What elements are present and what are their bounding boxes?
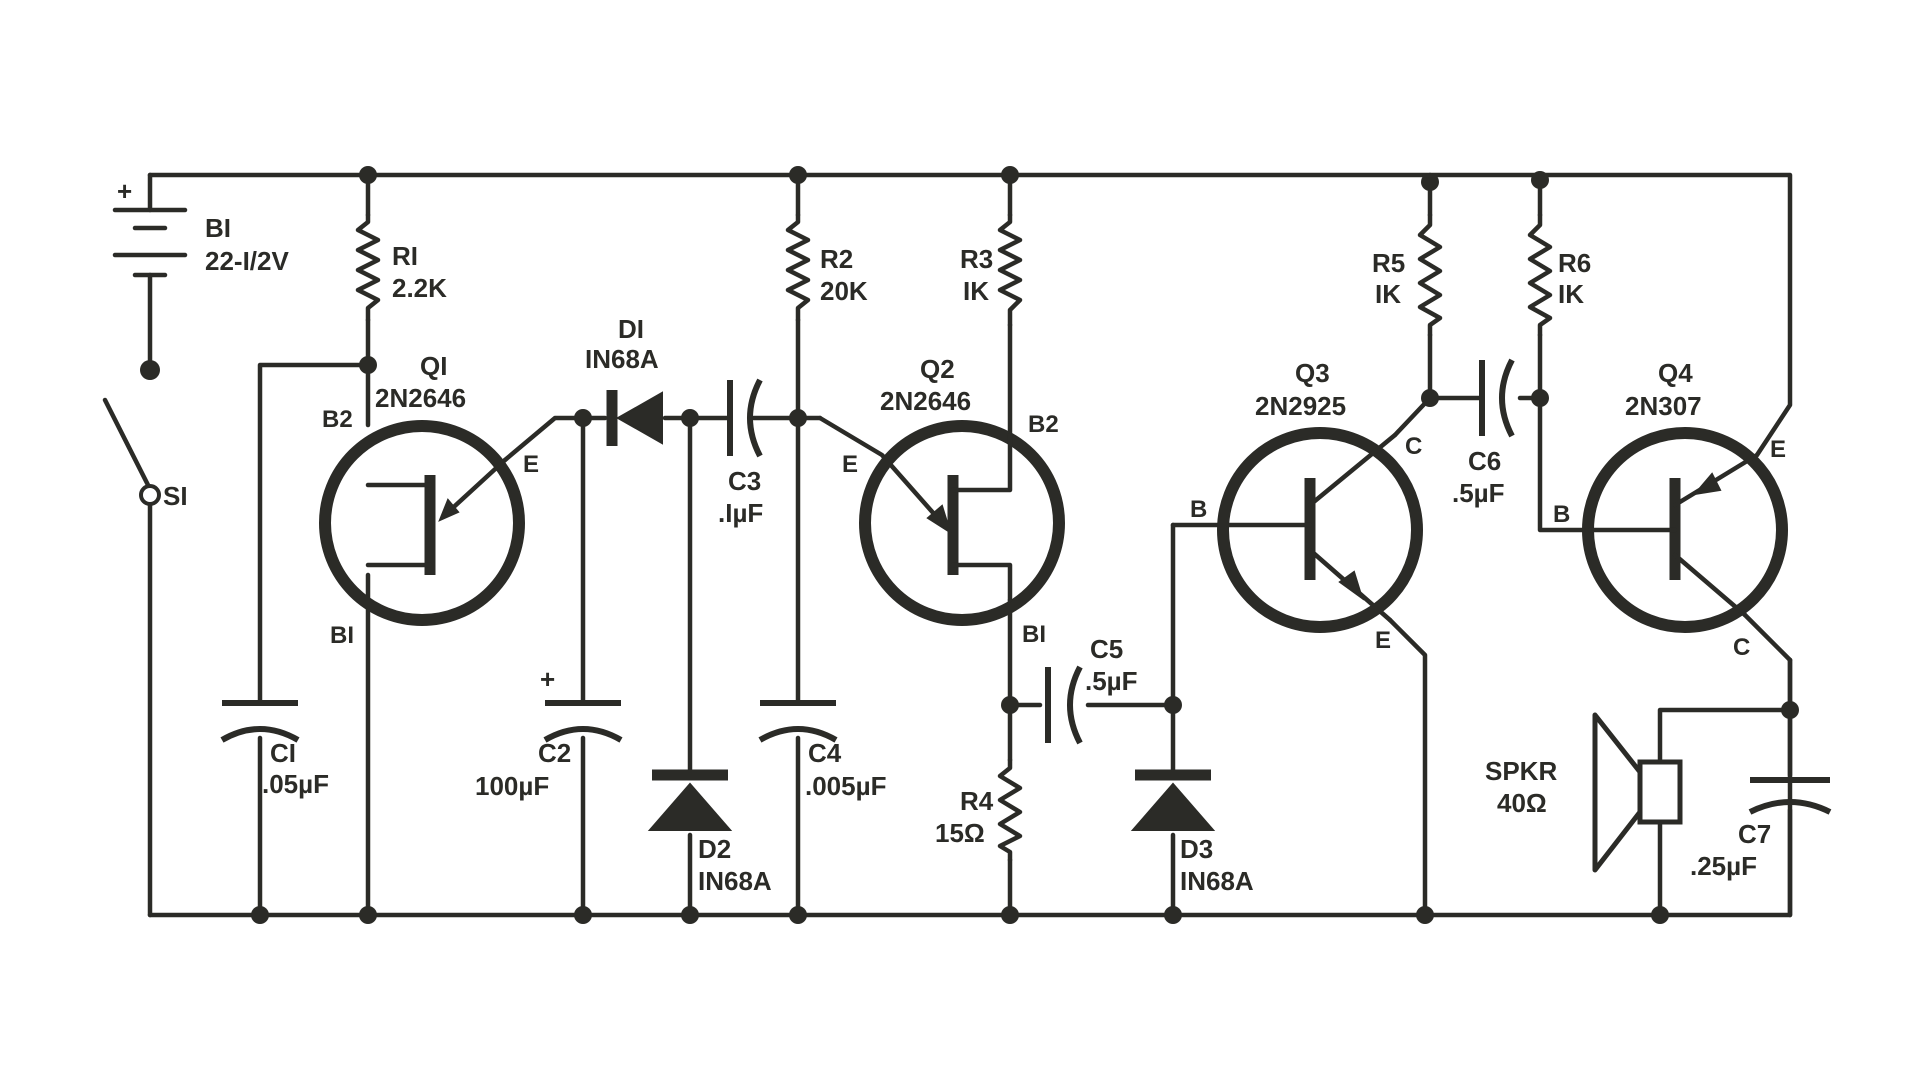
r6-ref: R6 <box>1558 248 1591 278</box>
c4-ref: C4 <box>808 738 842 768</box>
c3-ref: C3 <box>728 466 761 496</box>
c4-value: .005µF <box>805 771 886 801</box>
capacitor-c2: + C2 100µF <box>475 664 623 801</box>
q4-ref: Q4 <box>1658 358 1693 388</box>
diode-d2: D2 IN68A <box>647 769 772 896</box>
resistor-r5: R5 IK <box>1372 212 1443 338</box>
q1-pin-b2: B2 <box>322 406 353 433</box>
r4-value: 15Ω <box>935 818 985 848</box>
c1-value: .05µF <box>262 769 329 799</box>
q2-ref: Q2 <box>920 354 955 384</box>
q4-value: 2N307 <box>1625 391 1702 421</box>
battery-b1: + BI 22-I/2V <box>112 176 289 278</box>
c3-value: .IµF <box>718 498 763 528</box>
r5-ref: R5 <box>1372 248 1405 278</box>
r2-ref: R2 <box>820 244 853 274</box>
d3-ref: D3 <box>1180 834 1213 864</box>
r1-ref: RI <box>392 241 418 271</box>
resistor-r3: R3 IK <box>960 212 1023 328</box>
capacitor-c7: C7 .25µF <box>1690 777 1832 881</box>
resistor-r2: R2 20K <box>785 212 868 323</box>
q1-value: 2N2646 <box>375 383 466 413</box>
c5-value: .5µF <box>1085 666 1138 696</box>
q1-pin-e: E <box>523 451 539 478</box>
r5-value: IK <box>1375 279 1401 309</box>
q2-pin-e: E <box>842 451 858 478</box>
diode-d3: D3 IN68A <box>1130 769 1254 896</box>
diode-d1: DI IN68A <box>585 314 663 446</box>
q2-pin-b1: BI <box>1022 621 1046 648</box>
r1-value: 2.2K <box>392 273 447 303</box>
c7-value: .25µF <box>1690 851 1757 881</box>
battery-value: 22-I/2V <box>205 246 289 276</box>
q2-pin-b2: B2 <box>1028 411 1059 438</box>
r3-ref: R3 <box>960 244 993 274</box>
capacitor-c4: C4 .005µF <box>758 700 886 801</box>
c6-ref: C6 <box>1468 446 1501 476</box>
q3-pin-e: E <box>1375 627 1391 654</box>
battery-ref: BI <box>205 213 231 243</box>
q3-ref: Q3 <box>1295 358 1330 388</box>
c2-plus: + <box>540 664 555 694</box>
capacitor-c5: C5 .5µF <box>1045 634 1138 745</box>
capacitor-c6: C6 .5µF <box>1452 358 1515 508</box>
q4-pin-c: C <box>1733 634 1750 661</box>
d3-value: IN68A <box>1180 866 1254 896</box>
c6-value: .5µF <box>1452 478 1505 508</box>
q3-pin-b: B <box>1190 496 1207 523</box>
q1-pin-b1: BI <box>330 622 354 649</box>
d1-value: IN68A <box>585 344 659 374</box>
switch-ref: SI <box>163 481 188 511</box>
resistor-r6: R6 IK <box>1527 212 1591 338</box>
q2-value: 2N2646 <box>880 386 971 416</box>
transistor-q2: Q2 2N2646 B2 BI E <box>842 354 1065 648</box>
r6-value: IK <box>1558 279 1584 309</box>
c7-ref: C7 <box>1738 819 1771 849</box>
d2-value: IN68A <box>698 866 772 896</box>
r3-value: IK <box>963 276 989 306</box>
d1-ref: DI <box>618 314 644 344</box>
d2-ref: D2 <box>698 834 731 864</box>
c5-ref: C5 <box>1090 634 1123 664</box>
speaker-ref: SPKR <box>1485 756 1557 786</box>
q3-value: 2N2925 <box>1255 391 1346 421</box>
r4-ref: R4 <box>960 786 994 816</box>
r2-value: 20K <box>820 276 868 306</box>
top-rail-wire <box>147 172 1793 458</box>
resistor-r4: R4 15Ω <box>935 757 1023 863</box>
q1-ref: QI <box>420 351 447 381</box>
speaker-value: 40Ω <box>1497 788 1547 818</box>
capacitor-c3: C3 .IµF <box>718 378 763 528</box>
c2-value: 100µF <box>475 771 549 801</box>
switch-s1: SI <box>139 481 188 511</box>
q3-pin-c: C <box>1405 433 1422 460</box>
transistor-q1: QI 2N2646 B2 BI E <box>319 351 539 649</box>
c1-ref: CI <box>270 738 296 768</box>
capacitor-c1: CI .05µF <box>220 700 329 799</box>
q4-pin-b: B <box>1553 501 1570 528</box>
resistor-r1: RI 2.2K <box>355 212 447 323</box>
q4-pin-e: E <box>1770 436 1786 463</box>
junction-dots <box>140 166 1799 924</box>
battery-plus: + <box>117 176 132 206</box>
transistor-q3: Q3 2N2925 B C E <box>1190 358 1423 654</box>
transistor-q4: Q4 2N307 B E C <box>1553 358 1788 661</box>
switch-blade <box>102 397 151 488</box>
speaker-spkr: SPKR 40Ω <box>1485 712 1683 873</box>
c2-ref: C2 <box>538 738 571 768</box>
